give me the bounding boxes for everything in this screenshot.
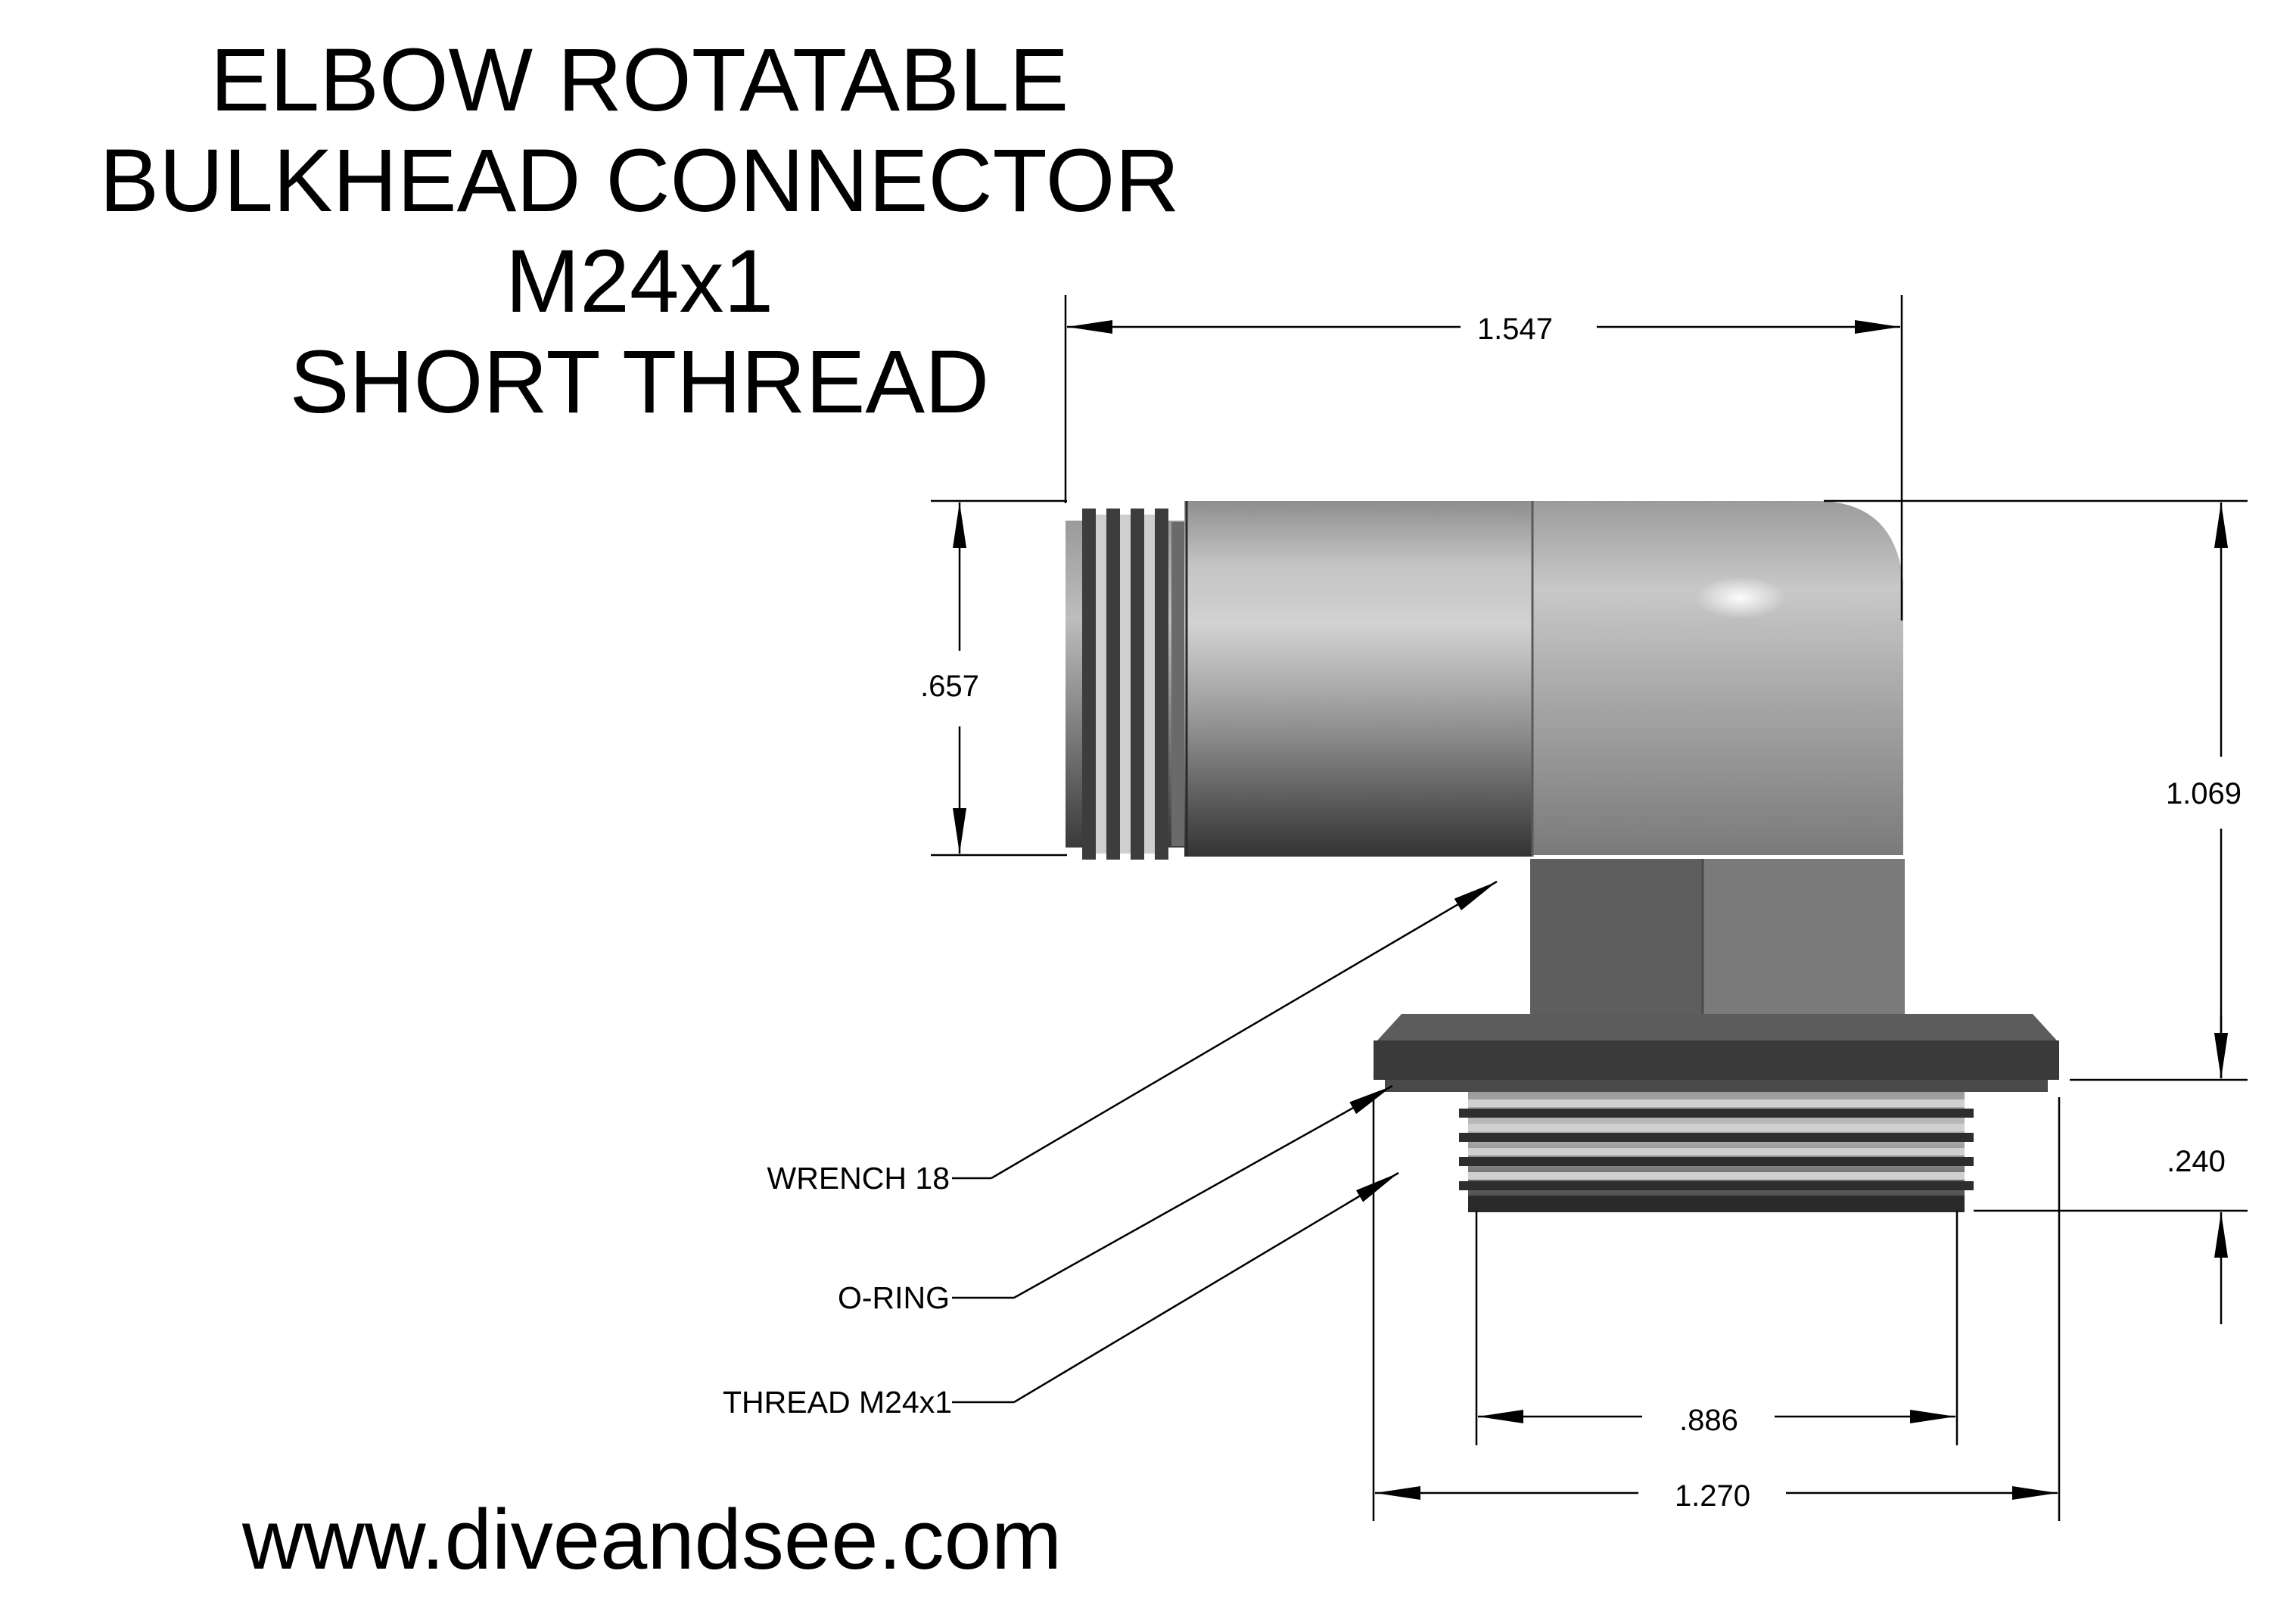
callout-oring-leader [952,1084,1393,1299]
dimension-thread-diameter-label: .886 [1679,1404,1738,1437]
dimension-flange-diameter-label: 1.270 [1675,1479,1750,1513]
title-line-1: ELBOW ROTATABLE [210,30,1069,130]
callout-wrench-label: WRENCH 18 [767,1161,950,1196]
dimension-thread-diameter [1475,1211,1958,1445]
dimension-overall-length [1064,295,1903,620]
callout-oring-label: O-RING [838,1280,950,1315]
elbow-body [1532,501,1903,855]
flange [1374,1014,2059,1092]
title-line-2: BULKHEAD CONNECTOR [99,131,1180,231]
drawing-title: ELBOW ROTATABLE BULKHEAD CONNECTOR M24x1… [30,30,1249,433]
website-url[interactable]: www.diveandsee.com [242,1492,1062,1587]
dimension-overall-length-label: 1.547 [1477,313,1553,346]
dimension-thread-length-label: .240 [2167,1145,2226,1178]
side-port-tube [1184,501,1532,857]
title-line-3: M24x1 [505,232,774,331]
dimension-thread-length [1974,1015,2248,1324]
dimension-side-port-height [931,499,1067,857]
hex-nut [1530,859,1905,1014]
side-port-thread [1066,509,1202,860]
dimension-side-port-height-label: .657 [920,670,979,703]
callout-wrench-leader [952,880,1498,1180]
bottom-thread [1459,1092,1974,1212]
dimension-flange-diameter [1372,1097,2061,1521]
callout-thread-label: THREAD M24x1 [723,1385,952,1420]
callout-thread-leader [952,1171,1399,1404]
connector-body [1066,501,2059,1212]
dimension-elbow-height-label: 1.069 [2166,777,2242,810]
title-line-4: SHORT THREAD [289,332,990,432]
